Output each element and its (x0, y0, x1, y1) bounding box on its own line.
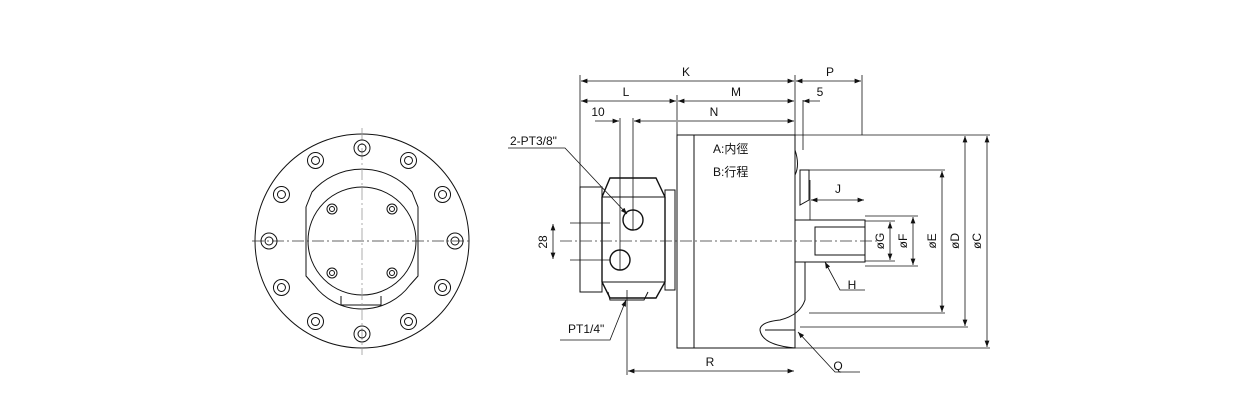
dim-n: N (710, 105, 719, 119)
front-view (252, 128, 472, 355)
dim-l: L (623, 85, 630, 99)
dim-10: 10 (591, 105, 605, 119)
flange-bolt (446, 232, 464, 250)
flange-bolt-head (357, 143, 367, 153)
flange-bolt (272, 279, 290, 296)
flange-bolt-head (311, 155, 320, 165)
port-label-main: 2-PT3/8" (510, 134, 557, 148)
flange-bolt-head (438, 283, 448, 292)
cap-screw (326, 203, 338, 215)
flange-bolt (353, 139, 371, 157)
rear-plate (579, 186, 603, 293)
flange-bolt (260, 232, 278, 250)
legend-a: A:内徑 (713, 142, 748, 156)
valve-block (601, 177, 666, 299)
dim-28: 28 (536, 235, 550, 249)
side-view (508, 75, 990, 375)
cap-screw (386, 267, 398, 279)
dim-5: 5 (817, 85, 824, 99)
cap-screw (326, 267, 338, 279)
dim-h: H (848, 278, 857, 292)
dim-c: øC (970, 233, 984, 249)
dim-d: øD (948, 233, 962, 249)
flange-bolt (434, 279, 452, 296)
flange-bolt-head (357, 329, 367, 339)
flange-bolt-head (276, 190, 286, 199)
dim-g: øG (873, 233, 887, 250)
dim-q: Q (833, 359, 842, 373)
flange-bolt-head (311, 317, 320, 327)
dim-p: P (826, 65, 834, 79)
flange-bolt-head (438, 190, 448, 199)
flange-bolt-head (450, 236, 460, 246)
flange-bolt-head (404, 155, 413, 165)
legend-b: B:行程 (713, 164, 748, 179)
cap-screw-head (389, 270, 395, 276)
flange-bolt (307, 313, 324, 331)
dim-k: K (682, 65, 690, 79)
housing-outline (305, 168, 419, 310)
flange-bolt-head (276, 283, 286, 292)
flange-bolt (400, 151, 417, 169)
flange-bolt-head (264, 236, 274, 246)
dimension-labels: K P L M 5 N 10 28 J H Q R øG øF øE øD øC… (510, 65, 984, 373)
dim-m: M (731, 85, 741, 99)
dim-f: øF (896, 234, 910, 249)
port-label-drain: PT1/4" (568, 322, 604, 336)
flange-bolt (400, 313, 417, 331)
cap-screw-head (329, 270, 335, 276)
drain-boss (607, 291, 649, 301)
cap-screw-head (389, 206, 395, 212)
flange-bolt (434, 186, 452, 203)
dim-e: øE (925, 233, 939, 248)
dim-r: R (706, 355, 715, 369)
port-boss (340, 296, 382, 306)
cap-screw-head (329, 206, 335, 212)
flange-bolt (353, 325, 371, 343)
cap-screw (386, 203, 398, 215)
dim-j: J (835, 182, 841, 196)
flange-bolt (272, 186, 290, 203)
flange-bolt-head (404, 317, 413, 327)
flange-bolt (307, 151, 324, 169)
